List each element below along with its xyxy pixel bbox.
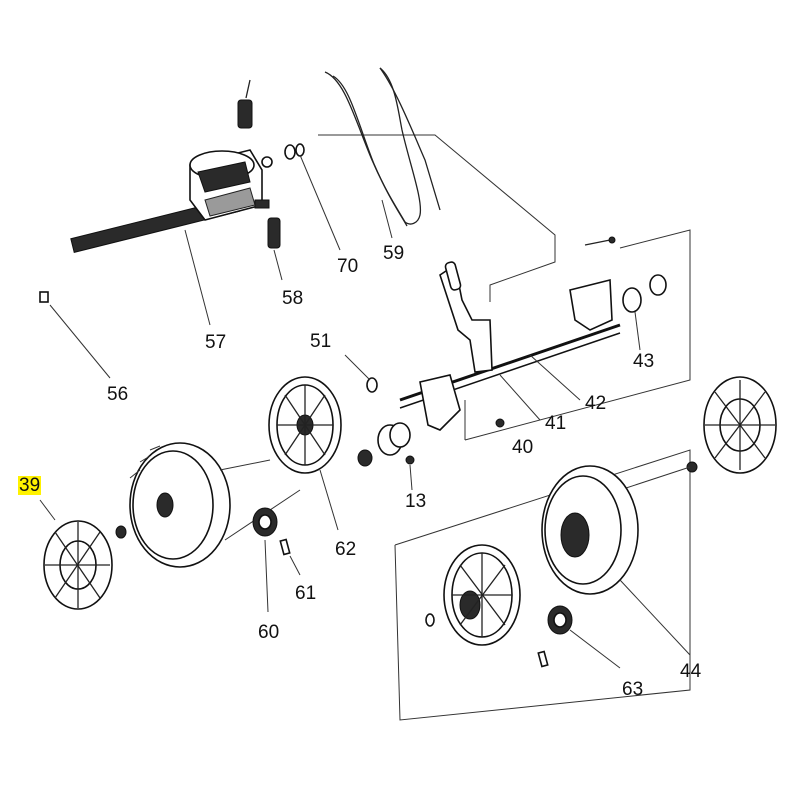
callout-62: 62 <box>335 539 357 560</box>
callout-39: 39 <box>18 475 42 496</box>
bushing-43 <box>622 274 667 351</box>
washer-70 <box>284 143 341 251</box>
callout-42: 42 <box>585 393 607 414</box>
callout-58: 58 <box>282 288 304 309</box>
handle-cable <box>324 67 441 227</box>
bearing-13 <box>357 418 505 491</box>
spring-58 <box>267 217 283 281</box>
leader-59 <box>381 199 393 239</box>
callout-51: 51 <box>310 331 332 352</box>
height-lever-assembly <box>399 236 621 431</box>
gear-63 <box>537 605 621 669</box>
wheel-cover-62 <box>268 376 342 531</box>
callout-44: 44 <box>680 661 702 682</box>
rear-wheel-44 <box>541 465 691 656</box>
callout-43: 43 <box>633 351 655 372</box>
callout-40: 40 <box>512 437 534 458</box>
front-wheel <box>129 442 301 568</box>
gear-60 <box>252 507 301 613</box>
callout-57: 57 <box>205 332 227 353</box>
callout-61: 61 <box>295 583 317 604</box>
callout-59: 59 <box>383 243 405 264</box>
hubcap-39 <box>39 499 127 610</box>
pin-56 <box>39 291 111 379</box>
clip-51 <box>344 354 378 393</box>
leader-57 <box>184 229 211 326</box>
gearbox-assembly <box>70 149 273 253</box>
rear-hubcap <box>619 376 777 491</box>
callout-56: 56 <box>107 384 129 405</box>
rear-wheel-cover <box>425 544 521 646</box>
callout-70: 70 <box>337 256 359 277</box>
callout-41: 41 <box>545 413 567 434</box>
callout-63: 63 <box>622 679 644 700</box>
callout-60: 60 <box>258 622 280 643</box>
callout-13: 13 <box>405 491 427 512</box>
spring-top <box>237 79 253 129</box>
